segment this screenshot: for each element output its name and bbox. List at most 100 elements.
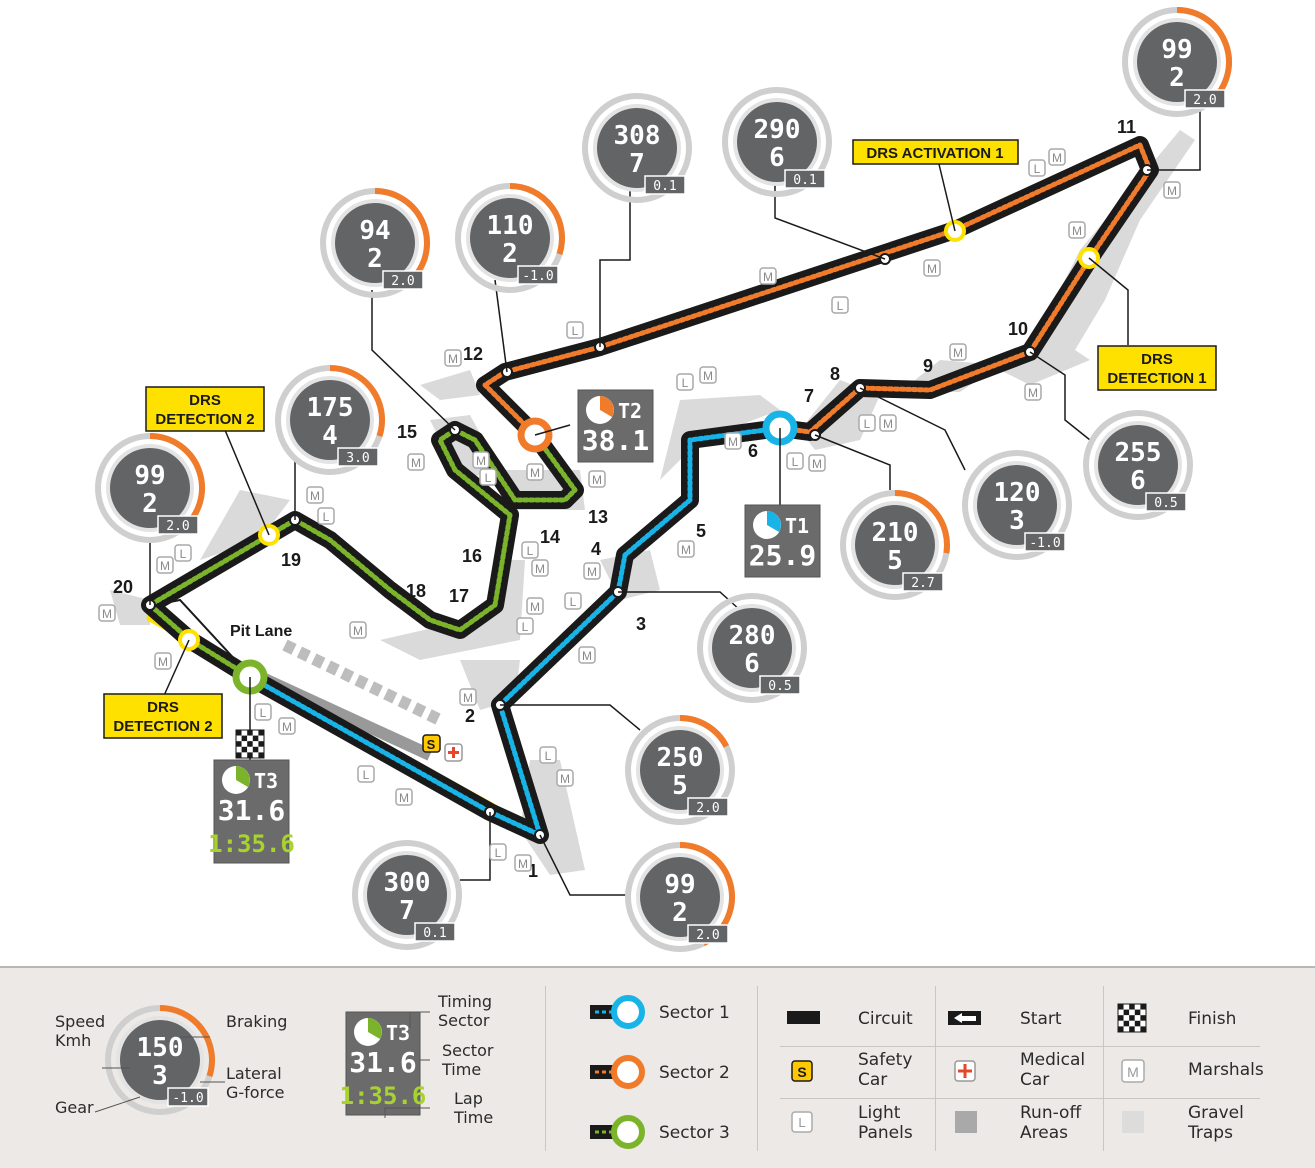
light-panel-icon: L bbox=[566, 321, 584, 339]
gauge-t3-gforce: 0.5 bbox=[768, 679, 791, 694]
drs-activation-1-label: DRS ACTIVATION 1 bbox=[866, 145, 1003, 162]
svg-text:M: M bbox=[282, 720, 292, 734]
svg-text:31.6: 31.6 bbox=[218, 794, 285, 827]
marshal-icon: M bbox=[699, 366, 717, 384]
marshal-icon: M bbox=[923, 259, 941, 277]
legend-gravel-icon bbox=[1122, 1111, 1144, 1133]
marshal-icon: M bbox=[1048, 148, 1066, 166]
legend-gravel-label: Gravel Traps bbox=[1188, 1103, 1244, 1143]
legend-sector1-label: Sector 1 bbox=[659, 1003, 730, 1023]
gauge-t6-speed: 210 bbox=[872, 518, 919, 548]
svg-text:31.6: 31.6 bbox=[349, 1046, 416, 1079]
svg-text:L: L bbox=[1034, 162, 1041, 176]
legend-gauge-dial-speed: 150 bbox=[137, 1033, 184, 1063]
light-panel-icon: L bbox=[564, 592, 582, 610]
marshal-icon: M bbox=[156, 556, 174, 574]
svg-text:M: M bbox=[560, 772, 570, 786]
legend-braking-label: Braking bbox=[226, 1012, 288, 1031]
marshal-icon: M bbox=[724, 432, 742, 450]
svg-text:L: L bbox=[260, 706, 267, 720]
gauge-t10-speed: 255 bbox=[1115, 438, 1162, 468]
svg-text:M: M bbox=[1028, 386, 1038, 400]
svg-text:L: L bbox=[522, 620, 529, 634]
gauge-t19-speed: 175 bbox=[307, 393, 354, 423]
svg-text:M: M bbox=[160, 559, 170, 573]
pit-lane-label: Pit Lane bbox=[230, 623, 292, 640]
legend-gear-label: Gear bbox=[55, 1098, 94, 1117]
svg-text:L: L bbox=[570, 595, 577, 609]
svg-text:L: L bbox=[864, 417, 871, 431]
svg-text:M: M bbox=[463, 691, 473, 705]
svg-text:M: M bbox=[1072, 224, 1082, 238]
drs-detection-2b-line1: DRS bbox=[147, 699, 179, 716]
turn-13: 13 bbox=[588, 507, 608, 527]
turn-2: 2 bbox=[465, 706, 475, 726]
light-panel-icon: L bbox=[521, 541, 539, 559]
turn-12: 12 bbox=[463, 344, 483, 364]
gauge-t9-speed: 120 bbox=[994, 478, 1041, 508]
light-panel-icon: L bbox=[539, 746, 557, 764]
legend-start-label: Start bbox=[1020, 1009, 1062, 1029]
svg-text:L: L bbox=[545, 749, 552, 763]
svg-text:M: M bbox=[1052, 151, 1062, 165]
drs-detection-1-line2: DETECTION 1 bbox=[1107, 370, 1206, 387]
svg-text:L: L bbox=[792, 455, 799, 469]
legend-light-panels-label: Light Panels bbox=[858, 1103, 913, 1143]
svg-text:M: M bbox=[530, 600, 540, 614]
svg-text:M: M bbox=[927, 262, 937, 276]
gauge-t15-speed: 94 bbox=[359, 216, 390, 246]
legend-safety-car-label: Safety Car bbox=[858, 1050, 913, 1090]
light-panel-icon: L bbox=[317, 507, 335, 525]
svg-text:M: M bbox=[310, 489, 320, 503]
legend-lap-time-label: Lap Time bbox=[454, 1089, 494, 1127]
svg-text:M: M bbox=[728, 435, 738, 449]
marshal-icon: M bbox=[472, 451, 490, 469]
svg-text:S: S bbox=[797, 1064, 806, 1080]
light-panel-icon: L bbox=[676, 373, 694, 391]
turn-3: 3 bbox=[636, 614, 646, 634]
svg-text:M: M bbox=[476, 454, 486, 468]
svg-text:M: M bbox=[411, 456, 421, 470]
gauge-t2-speed: 250 bbox=[657, 743, 704, 773]
svg-text:L: L bbox=[527, 544, 534, 558]
legend-marshals-label: Marshals bbox=[1188, 1060, 1264, 1080]
svg-text:L: L bbox=[323, 510, 330, 524]
svg-text:M: M bbox=[763, 270, 773, 284]
gauge-t1-speed: 99 bbox=[664, 870, 695, 900]
svg-text:L: L bbox=[682, 376, 689, 390]
sector-markers bbox=[178, 220, 1100, 695]
svg-text:L: L bbox=[572, 324, 579, 338]
turn-numbers: 1 2 3 4 5 6 7 8 9 10 11 12 13 14 15 16 1… bbox=[113, 117, 1136, 881]
gauge-t11-speed: 99 bbox=[1161, 35, 1192, 65]
gauge-t20-gforce: 2.0 bbox=[166, 519, 189, 534]
drs-detection-2a-line1: DRS bbox=[189, 392, 221, 409]
turn-20: 20 bbox=[113, 577, 133, 597]
gauge-back2-speed: 308 bbox=[614, 121, 661, 151]
svg-text:L: L bbox=[798, 1115, 805, 1130]
legend-medical-car-label: Medical Car bbox=[1020, 1050, 1086, 1090]
marshal-icon: M bbox=[514, 854, 532, 872]
turn-15: 15 bbox=[397, 422, 417, 442]
svg-text:L: L bbox=[495, 846, 502, 860]
medical-car-icon bbox=[444, 743, 463, 762]
marshal-icon: M bbox=[459, 688, 477, 706]
gauge-t12-gforce: -1.0 bbox=[522, 269, 553, 284]
gauge-back2-gear: 7 bbox=[629, 149, 645, 179]
turn-8: 8 bbox=[830, 364, 840, 384]
light-panel-icon: L bbox=[1028, 159, 1046, 177]
light-panel-icon: L bbox=[479, 468, 497, 486]
marshal-icon: M bbox=[556, 769, 574, 787]
marshal-icon: M bbox=[395, 788, 413, 806]
